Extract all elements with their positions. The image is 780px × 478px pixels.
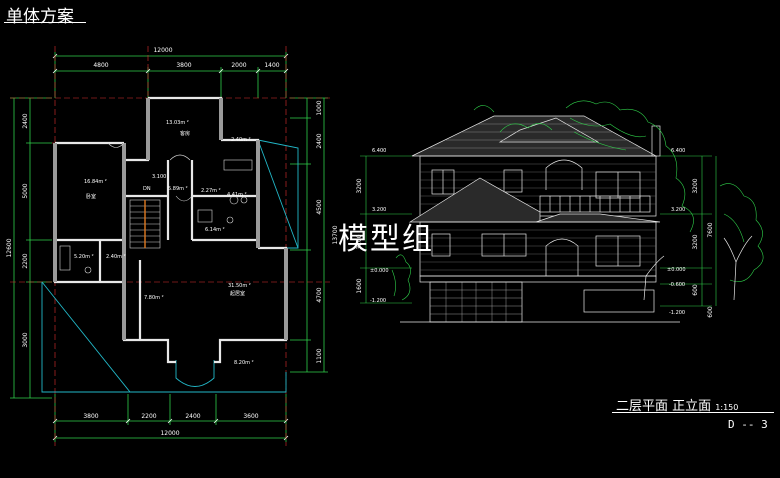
dim-bottom-2: 2200 [141, 413, 156, 420]
room-4-area: 2.27m ² [201, 188, 221, 194]
lvl-right-5: -1.200 [669, 310, 685, 316]
caption-title: 二层平面 正立面 [616, 399, 712, 414]
dim-top-1: 4800 [93, 62, 108, 69]
plan-fixtures [59, 142, 253, 274]
dim-right-5: 1100 [316, 348, 323, 363]
sheet-number: D -- 3 [728, 418, 768, 431]
room-bed-name: 卧室 [86, 193, 96, 200]
room-12-area: 8.20m ² [234, 360, 254, 366]
room-3-area: 2.40m ² [231, 137, 251, 143]
dim-elev-right-3: 600 [692, 284, 699, 296]
dim-bottom-4: 3600 [243, 413, 258, 420]
watermark-text: 模型组 [338, 222, 434, 257]
dim-left-4: 3000 [22, 332, 29, 347]
dim-left-3: 2200 [22, 253, 29, 268]
room-5-area: 4.41m ² [227, 192, 247, 198]
room-living-name: 起居室 [230, 290, 245, 297]
lvl-left-4: -1.200 [370, 298, 386, 304]
plan-room-labels: 13.03m ² 客房 16.84m ² 卧室 2.40m ² 2.27m ² … [74, 120, 254, 366]
dim-right-1: 1000 [316, 100, 323, 115]
plan-axis-lines [10, 46, 330, 446]
plan-terrace-outline [41, 139, 299, 393]
dim-top-total: 12000 [153, 47, 172, 54]
room-7-area: 6.14m ² [205, 227, 225, 233]
lvl-right-3: ±0.000 [667, 267, 686, 273]
header-underline [4, 22, 86, 23]
dim-left-2: 5000 [22, 183, 29, 198]
room-guest-area: 13.03m ² [166, 120, 189, 126]
dim-top-3: 2000 [231, 62, 246, 69]
dim-right-2: 2400 [316, 133, 323, 148]
room-10-area: 7.80m ² [144, 295, 164, 301]
stair-dn-label: DN [143, 186, 151, 192]
dim-elev-right-1: 3200 [692, 178, 699, 193]
plan-walls [53, 96, 288, 364]
room-living-area: 31.50m ² [228, 283, 251, 289]
drawing-header-title: 单体方案 [6, 7, 74, 27]
dim-elev-left-1: 3200 [356, 178, 363, 193]
room-bed-area: 16.84m ² [84, 179, 107, 185]
dim-left-total: 12600 [6, 238, 13, 257]
dim-right-3: 4500 [316, 199, 323, 214]
dim-elev-left-3: 1600 [356, 278, 363, 293]
caption-underline [612, 412, 774, 413]
dim-left-1: 2400 [22, 113, 29, 128]
dim-elev-left-2: 3200 [356, 234, 363, 249]
dim-elev-right-sub: 600 [707, 306, 714, 318]
dim-right-4: 4700 [316, 287, 323, 302]
room-6-area: 5.89m ² [168, 186, 188, 192]
lvl-left-3: ±0.000 [370, 268, 389, 274]
lvl-left-1: 6.400 [372, 148, 386, 154]
elevation-house [400, 115, 680, 323]
caption-scale: 1:150 [715, 403, 739, 412]
dim-top-4: 1400 [264, 62, 279, 69]
drawing-caption: 二层平面 正立面 1:150 [616, 395, 738, 414]
dim-bottom-1: 3800 [83, 413, 98, 420]
plan-staircase [129, 199, 161, 249]
lvl-right-2: 3.200 [671, 207, 685, 213]
plan-wall-hatch [53, 98, 288, 340]
dim-top-2: 3800 [176, 62, 191, 69]
elevation-level-lines [360, 155, 717, 307]
lvl-right-1: 6.400 [671, 148, 685, 154]
plan-dimension-labels: 12000 4800 3800 2000 1400 3800 2200 2400… [6, 47, 339, 437]
dim-bottom-3: 2400 [185, 413, 200, 420]
room-guest-name: 客房 [180, 130, 190, 137]
room-9-area: 2.40m ² [106, 254, 126, 260]
lvl-right-4: -0.600 [669, 282, 685, 288]
elevation-trees [391, 100, 764, 301]
elevation-tree-trunks [643, 235, 753, 301]
dim-elev-right-total: 7600 [707, 222, 714, 237]
dim-bottom-total: 12000 [160, 430, 179, 437]
dim-elev-right-2: 3200 [692, 234, 699, 249]
plan-level-mark: 3.100 [152, 174, 166, 180]
elevation-level-labels: 6.400 3.200 ±0.000 -1.200 6.400 3.200 ±0… [356, 148, 714, 318]
lvl-left-2: 3.200 [372, 207, 386, 213]
room-8-area: 5.20m ² [74, 254, 94, 260]
dim-right-total: 13700 [332, 225, 339, 244]
